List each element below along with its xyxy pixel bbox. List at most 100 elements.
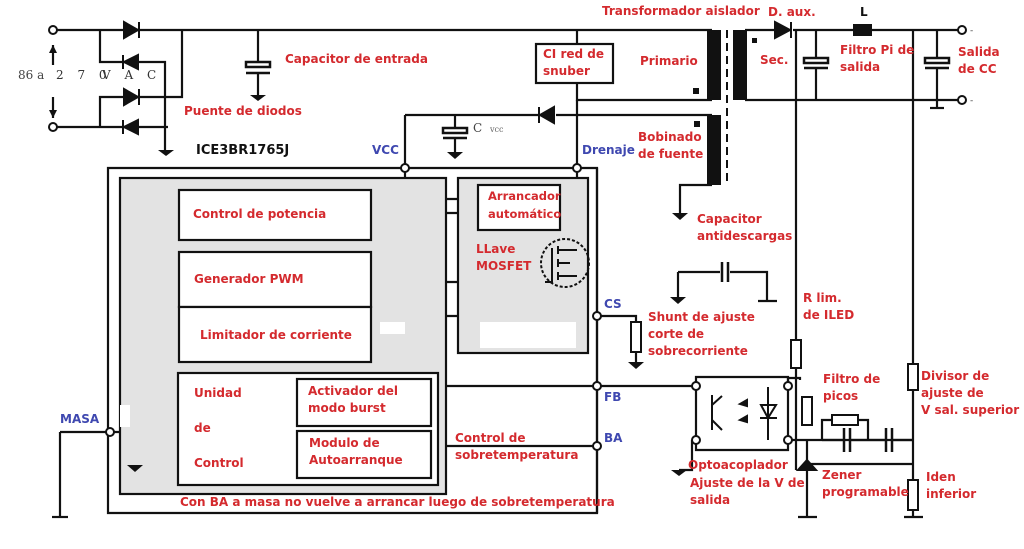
voltage-arrow-icon: [49, 45, 57, 118]
block-control-potencia-label: Control de potencia: [193, 207, 327, 221]
label-zener: Zener programable: [822, 468, 909, 499]
diode-icon: [123, 87, 141, 107]
label-capacitor-antidescargas: Capacitor antidescargas: [697, 212, 793, 243]
capacitor-icon: [244, 60, 272, 69]
ground-symbols: [127, 95, 688, 476]
block-activador-burst-label: Activador del modo burst: [308, 384, 398, 415]
ac-terminal-top: [48, 25, 58, 35]
capacitor-icon: [923, 56, 951, 65]
inductor-icon: [853, 24, 872, 36]
ground-icon: [628, 362, 644, 369]
label-snubber: CI red de snuber: [543, 47, 605, 78]
diode-icon: [123, 20, 141, 40]
power-block-patch: [480, 322, 576, 348]
vcc-diode-icon: [537, 105, 555, 125]
ground-icon: [127, 465, 143, 472]
ground-icon: [250, 95, 266, 101]
patch-small: [380, 322, 405, 334]
resistor-divider-top-icon: [907, 363, 919, 391]
label-iden-inferior: Iden inferior: [926, 470, 977, 501]
polarity-dot-secondary: [752, 38, 757, 43]
capacitor-icon: [802, 56, 830, 65]
mosfet-icon: [540, 238, 590, 288]
input-range-high: 2 7 0: [56, 68, 112, 82]
label-primario: Primario: [640, 54, 698, 68]
optocoupler-box: [694, 375, 790, 452]
opto-pin: [691, 435, 701, 445]
chip-name: ICE3BR1765J: [196, 143, 290, 158]
dc-terminal-minus: [957, 95, 967, 105]
pin-cs-node: [592, 311, 602, 321]
cvcc-symbol: C: [473, 121, 483, 135]
resistor-filter-h-icon: [831, 414, 859, 426]
label-nota-ba: Con BA a masa no vuelve a arrancar luego…: [180, 495, 615, 509]
opto-pin: [783, 381, 793, 391]
pin-vcc-label: VCC: [372, 143, 399, 157]
capacitor-antidescargas-icon: [720, 262, 730, 282]
pin-ba-node: [592, 441, 602, 451]
label-inductor: L: [860, 5, 868, 19]
ac-terminal-bottom: [48, 122, 58, 132]
wire-bridge-right: [140, 30, 184, 99]
capacitor-icon: [441, 126, 469, 135]
transformer-primary-core: [707, 30, 721, 100]
label-filtro-pi: Filtro Pi de salida: [840, 43, 915, 74]
cvcc-subscript: vcc: [490, 125, 504, 134]
pin-ba-label: BA: [604, 431, 623, 445]
terminal-minus-mark: -: [970, 96, 973, 106]
pin-drain-node: [572, 163, 582, 173]
capacitors: [244, 56, 951, 452]
terminals: [48, 25, 967, 451]
label-transformador: Transformador aislador: [602, 4, 760, 18]
transformer-aux-core: [707, 115, 721, 185]
block-mosfet-label: LLave MOSFET: [476, 242, 532, 273]
pin-fb-node: [592, 381, 602, 391]
resistor-rlim-icon: [790, 339, 802, 369]
input-range-low: 86 a: [18, 68, 45, 82]
block-modulo-autoarranque-label: Modulo de Autoarranque: [309, 436, 403, 467]
label-shunt: Shunt de ajuste corte de sobrecorriente: [648, 310, 755, 358]
label-ajuste-v: Ajuste de la V de salida: [690, 476, 805, 507]
wire-bridge-left: [98, 30, 167, 150]
resistor-filter-icon: [801, 396, 813, 426]
wire-snubber-primary: [575, 83, 712, 102]
block-arrancador: [476, 183, 562, 232]
diode-icon: [121, 53, 139, 71]
label-bobinado-fuente: Bobinado de fuente: [638, 130, 704, 161]
diode-icon: [121, 118, 139, 136]
label-optoacoplador: Optoacoplador: [688, 458, 788, 472]
pin-fb-label: FB: [604, 390, 622, 404]
wire-filter-r: [820, 418, 870, 440]
ground-icon: [158, 150, 174, 156]
zener-icon: [795, 458, 819, 471]
pin-cs-label: CS: [604, 297, 622, 311]
snubber-box: [534, 42, 615, 85]
terminal-plus-mark: -: [970, 26, 973, 36]
input-unit: V A C: [102, 68, 162, 82]
label-sec: Sec.: [760, 53, 789, 67]
pin-masa-node: [105, 427, 115, 437]
label-r-lim: R lim. de ILED: [803, 291, 855, 322]
optocoupler-internals: [711, 387, 778, 440]
polarity-dot-aux: [694, 121, 700, 127]
label-capacitor-entrada: Capacitor de entrada: [285, 52, 428, 66]
label-divisor-superior: Divisor de ajuste de V sal. superior: [921, 369, 1020, 417]
label-d-aux: D. aux.: [768, 5, 816, 19]
opto-pin: [691, 381, 701, 391]
ground-icon: [447, 152, 463, 159]
block-control-potencia: [177, 188, 373, 242]
pin-masa-label: MASA: [60, 412, 100, 426]
wire-aux-return: [678, 183, 712, 213]
block-activador-burst: [295, 377, 433, 428]
label-filtro-picos: Filtro de picos: [823, 372, 881, 403]
label-salida-cc: Salida de CC: [958, 45, 1000, 76]
block-limitador: [177, 305, 373, 364]
bridge-diodes: [121, 20, 141, 136]
polarity-dot-primary: [693, 88, 699, 94]
block-unidad-control-label: Unidad de Control: [194, 386, 244, 470]
resistors: [630, 321, 919, 511]
ground-icon: [671, 470, 687, 476]
resistor-divider-bottom-icon: [907, 479, 919, 511]
resistor-shunt-icon: [630, 321, 642, 353]
